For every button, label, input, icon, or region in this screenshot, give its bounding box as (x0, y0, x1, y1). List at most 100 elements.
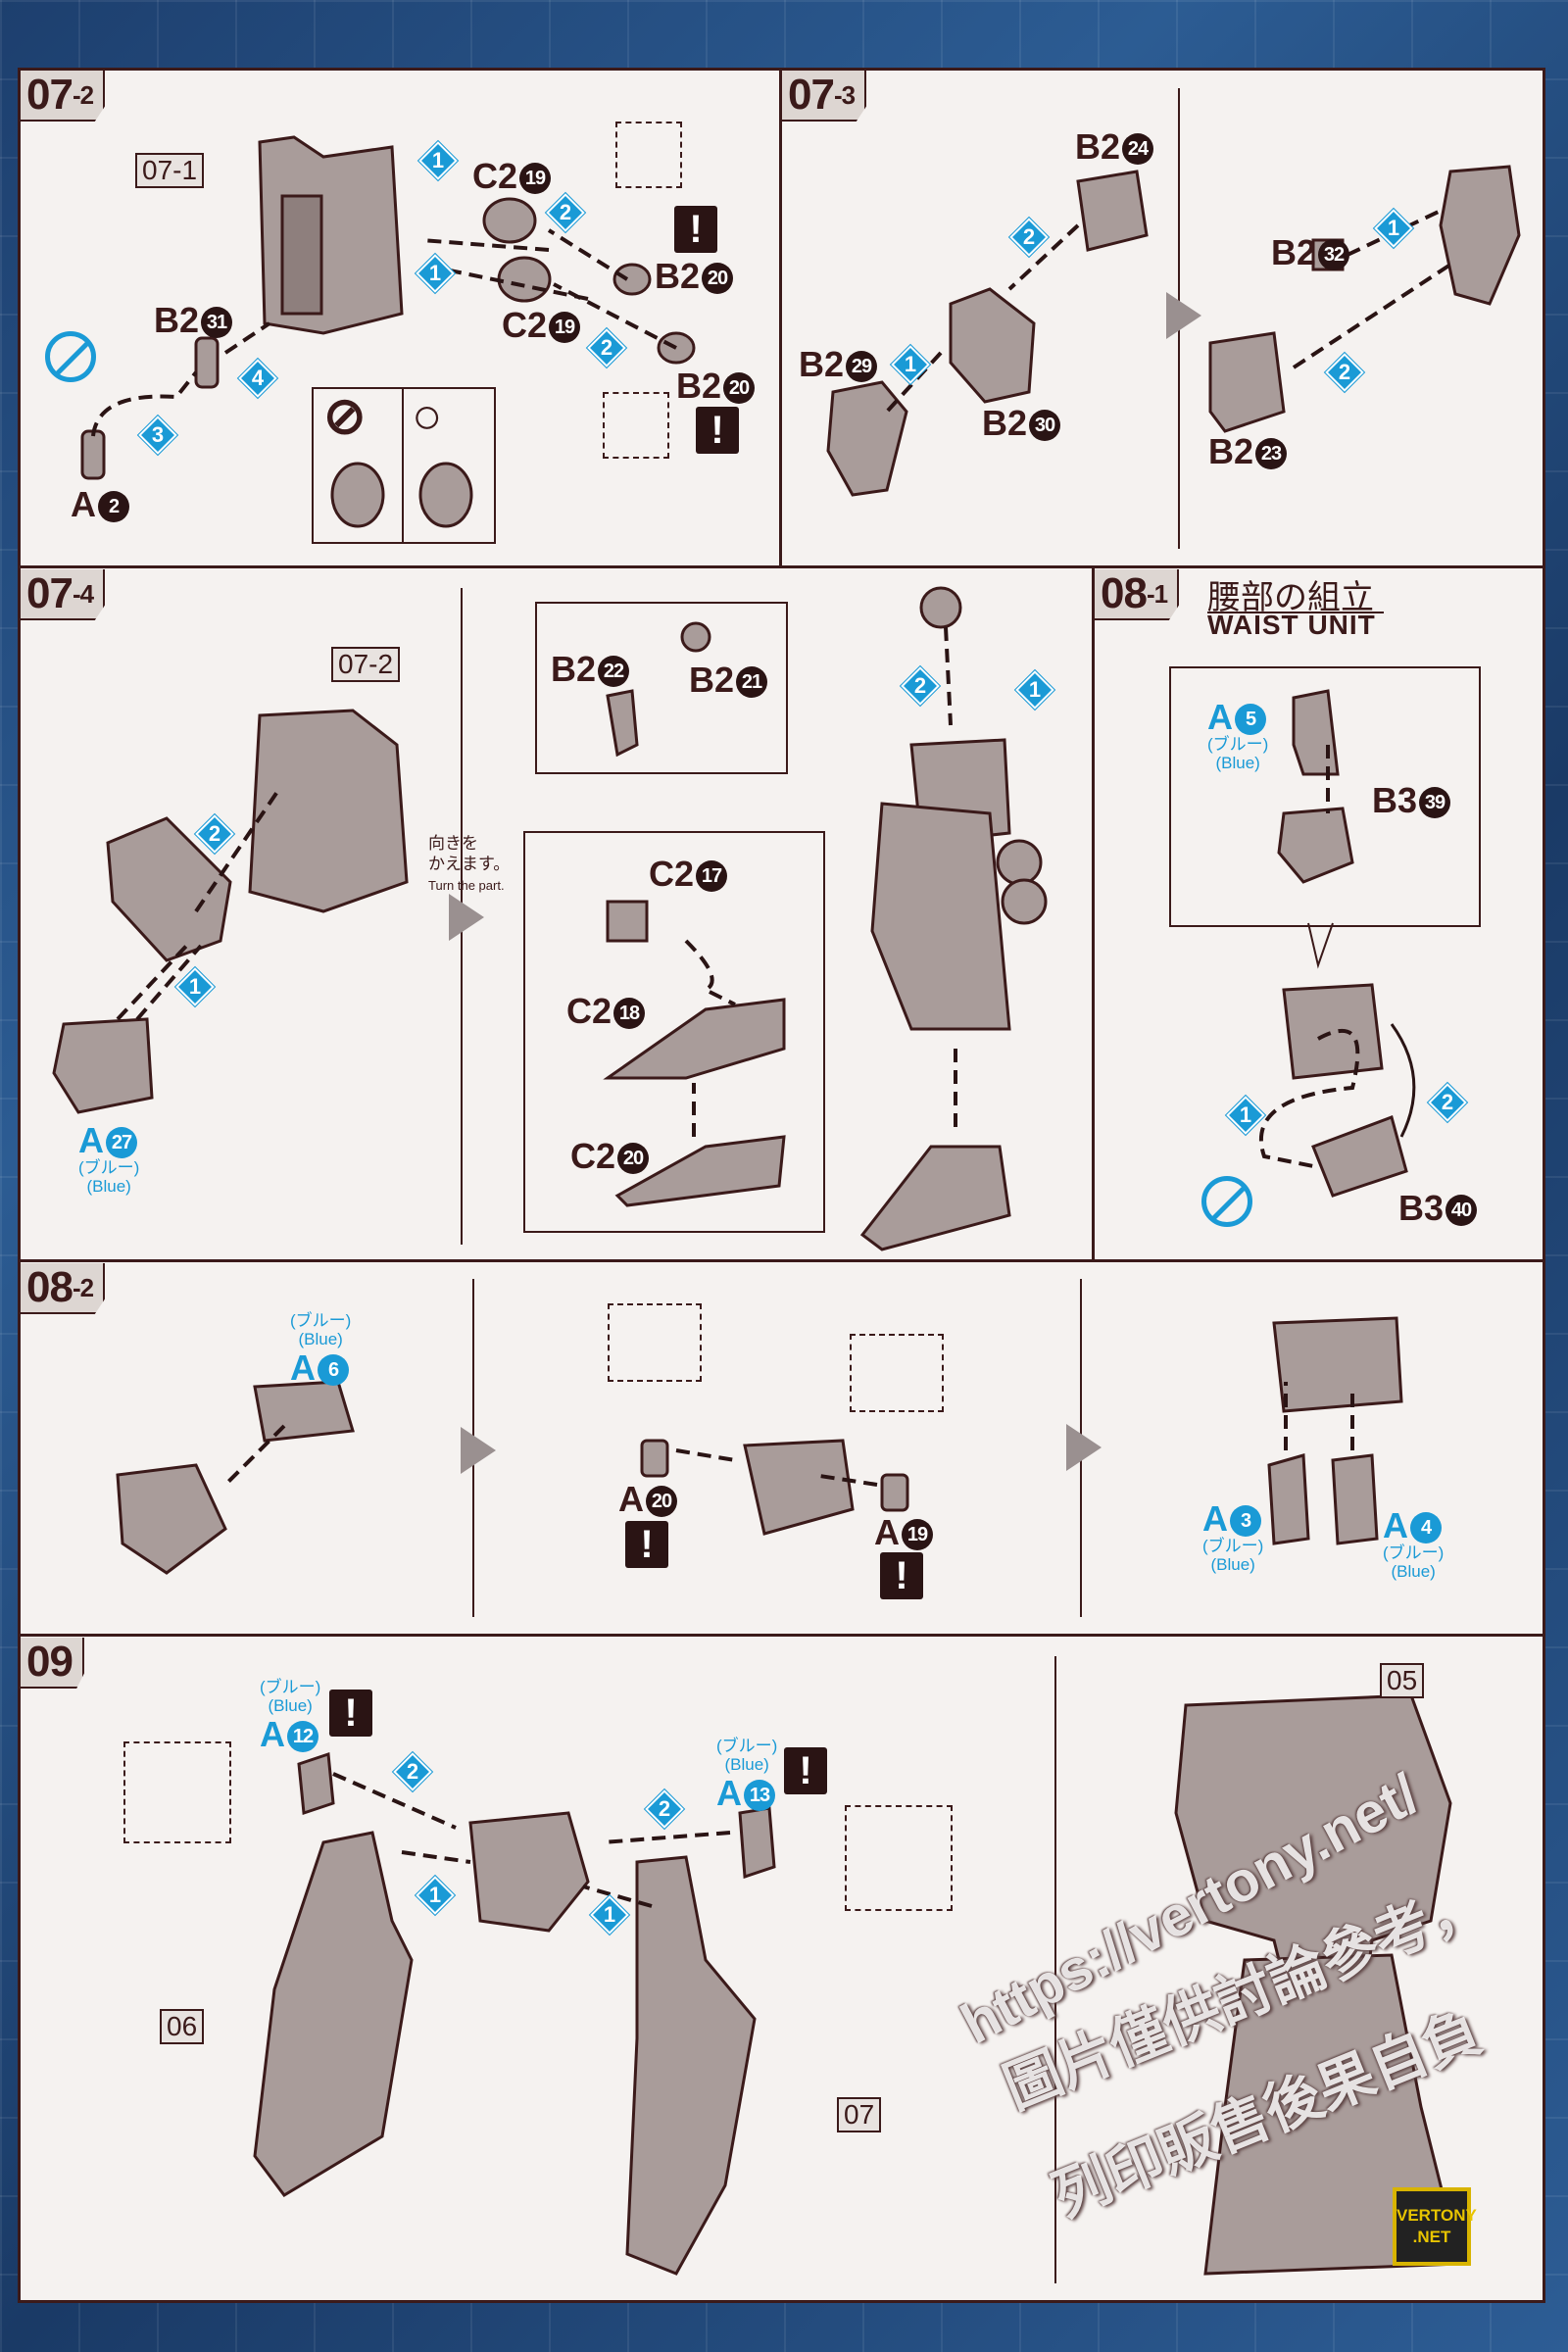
text: (ブルー) (1383, 1544, 1445, 1562)
text: C2 (472, 156, 518, 196)
leg-06 (253, 1831, 414, 2197)
part-number-badge: 20 (702, 263, 734, 295)
text: 1 (428, 1883, 442, 1907)
text: 2 (406, 1759, 419, 1784)
part-b2-22 (606, 689, 639, 758)
text: B3 (1372, 780, 1418, 820)
step-number: 09 (26, 1638, 74, 1686)
text: A (78, 1120, 104, 1160)
polycap-wrong (330, 462, 385, 528)
divider (18, 1259, 1545, 1262)
step-marker-1: 1 (1018, 673, 1052, 707)
text: A (1202, 1498, 1228, 1539)
step-header-07-2: 07-2 (21, 71, 106, 122)
part-number-badge: 21 (736, 666, 768, 699)
step-header-07-4: 07-4 (21, 569, 106, 620)
part-b2-29 (826, 380, 908, 497)
text: 4 (251, 366, 265, 390)
title-underline (1207, 612, 1384, 613)
text: B2 (982, 403, 1028, 443)
color-note: (ブルー)(Blue) (1207, 735, 1268, 772)
part-b2-32-assembly (1439, 165, 1521, 306)
color-note: (ブルー)(Blue) (290, 1311, 351, 1348)
part-number-badge: 17 (696, 860, 728, 893)
substep-number: 2 (79, 80, 95, 110)
text: (Blue) (1210, 1555, 1255, 1574)
step-marker-2: 2 (1012, 220, 1046, 254)
part-number-badge: 20 (646, 1486, 677, 1518)
warning-icon: ! (880, 1552, 923, 1599)
text: C2 (570, 1136, 616, 1176)
step-header-08-2: 08-2 (21, 1263, 106, 1314)
next-arrow-icon (461, 1427, 496, 1474)
part-a-6 (253, 1380, 355, 1443)
step-header-08-1: 08-1 (1095, 569, 1180, 620)
part-a-2 (80, 429, 106, 480)
waist-assembly-final (1272, 1316, 1403, 1413)
part-number-badge: 24 (1122, 133, 1154, 166)
text: 3 (151, 422, 165, 447)
text: 1 (1387, 216, 1400, 240)
part-number-badge: 12 (287, 1721, 318, 1753)
text: C2 (566, 991, 612, 1031)
vertony-logo: VERTONY .NET (1393, 2187, 1477, 2266)
part-number-badge: 32 (1318, 239, 1350, 271)
text: A (1207, 697, 1233, 737)
part-number-badge: 22 (598, 656, 630, 688)
part-number-badge: 31 (201, 307, 233, 339)
text: (Blue) (1215, 754, 1260, 772)
text: B2 (676, 366, 722, 406)
polycap-correct (418, 462, 473, 528)
no-cut-icon (45, 331, 96, 382)
text: C2 (649, 854, 695, 894)
part-b2-31 (194, 336, 220, 389)
ref-07-2: 07-2 (331, 647, 401, 682)
step-number: 08 (1101, 569, 1148, 617)
warning-icon: ! (674, 206, 717, 253)
subassembly-box (535, 602, 788, 774)
step-marker-2: 2 (1328, 356, 1361, 389)
no-cut-icon (1201, 1176, 1252, 1227)
text: 向きを (428, 834, 478, 853)
text: 2 (600, 335, 613, 360)
part-number-badge: 29 (846, 351, 878, 383)
part-b2-23 (1208, 331, 1286, 433)
color-note: (ブルー)(Blue) (1202, 1537, 1263, 1574)
next-arrow-icon (1166, 292, 1201, 339)
waist-unit (468, 1811, 590, 1933)
color-note: (ブルー)(Blue) (260, 1678, 320, 1715)
text: 2 (1338, 360, 1351, 384)
text: 1 (431, 148, 445, 172)
text: 2 (1441, 1090, 1454, 1114)
text: かえます。 (428, 855, 511, 873)
part-a-3 (1267, 1453, 1310, 1545)
text: 2 (208, 821, 221, 846)
part-number-badge: 2 (98, 491, 129, 523)
substep-number: 3 (841, 80, 857, 110)
text: (ブルー) (78, 1158, 140, 1177)
part-b3-39 (1277, 807, 1354, 884)
text: A (618, 1479, 644, 1519)
step-marker-2: 2 (590, 331, 623, 365)
step-marker-2: 2 (198, 817, 231, 851)
divider (779, 68, 782, 567)
leg-assembly (870, 802, 1011, 1031)
waist-core (116, 1463, 227, 1575)
color-note: (ブルー)(Blue) (716, 1737, 777, 1774)
text: A (290, 1348, 316, 1388)
